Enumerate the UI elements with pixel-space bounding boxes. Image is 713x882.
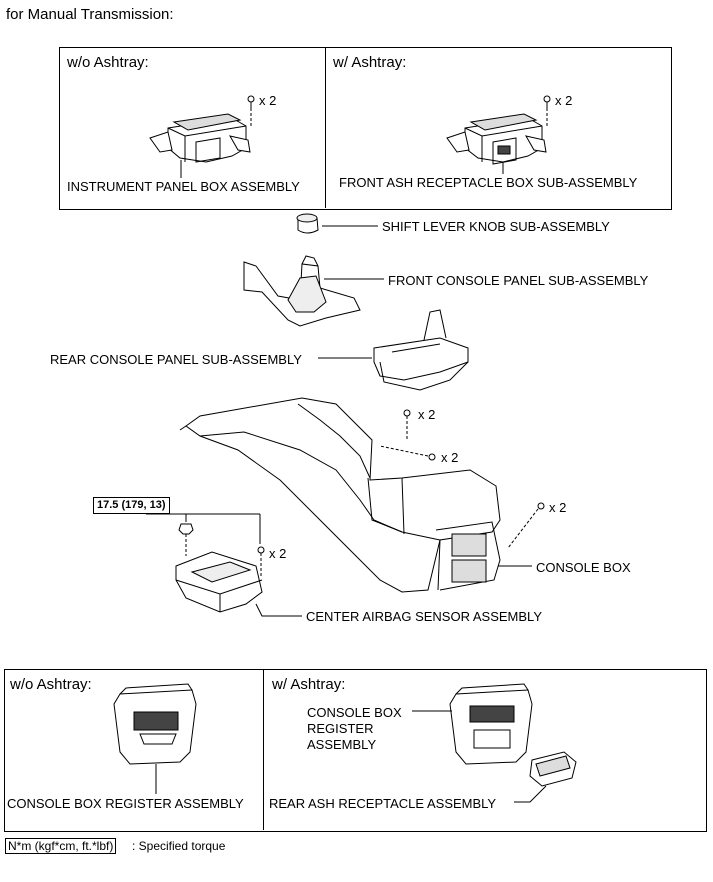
top-panel-divider [325,47,326,208]
label-front-ash-receptacle-box: FRONT ASH RECEPTACLE BOX SUB-ASSEMBLY [339,175,638,190]
nut-icon [178,523,194,556]
screw-icon-top-left [247,95,255,128]
front-ash-receptacle-box-illustration [446,113,547,165]
qty-console-rear-screws: x 2 [549,500,567,515]
page-title: for Manual Transmission: [6,6,174,23]
qty-airbag-bolts: x 2 [269,546,287,561]
label-register-line1: CONSOLE BOX [307,705,402,720]
qty-console-mid-screws: x 2 [441,450,459,465]
top-right-heading: w/ Ashtray: [333,54,407,71]
label-register-line2: REGISTER [307,721,374,736]
instrument-panel-box-illustration [149,113,251,163]
screw-icon-console-rear [507,502,545,549]
top-variant-panel [59,47,672,210]
bottom-panel-divider [263,669,264,830]
qty-console-top-screws: x 2 [418,407,436,422]
bottom-right-heading: w/ Ashtray: [272,676,346,693]
label-rear-console-panel: REAR CONSOLE PANEL SUB-ASSEMBLY [50,352,302,367]
top-left-heading: w/o Ashtray: [67,54,149,71]
top-left-qty: x 2 [259,93,277,108]
screw-icon-airbag [257,546,265,578]
shift-knob-illustration [296,213,319,234]
bottom-left-heading: w/o Ashtray: [10,676,92,693]
screw-icon-console-top [403,409,411,440]
rear-console-panel-illustration [373,309,469,391]
top-right-qty: x 2 [555,93,573,108]
screw-icon-console-mid [379,445,436,461]
console-box-illustration [179,397,501,593]
console-box-register-illustration [113,683,197,765]
label-instrument-panel-box: INSTRUMENT PANEL BOX ASSEMBLY [67,179,300,194]
rear-ash-receptacle-illustration [529,751,577,787]
torque-spec-box: 17.5 (179, 13) [93,497,170,514]
bottom-variant-panel [4,669,707,832]
legend-torque-desc: : Specified torque [132,839,226,853]
console-box-register-ashtray-illustration [449,683,533,765]
label-front-console-panel: FRONT CONSOLE PANEL SUB-ASSEMBLY [388,273,649,288]
label-shift-lever-knob: SHIFT LEVER KNOB SUB-ASSEMBLY [382,219,610,234]
label-center-airbag-sensor: CENTER AIRBAG SENSOR ASSEMBLY [306,609,542,624]
label-rear-ash-receptacle: REAR ASH RECEPTACLE ASSEMBLY [269,796,497,811]
front-console-panel-illustration [243,255,361,327]
screw-icon-top-right [543,95,551,128]
label-console-box: CONSOLE BOX [536,560,631,575]
airbag-sensor-illustration [175,551,263,613]
legend-torque-unit: N*m (kgf*cm, ft.*lbf) [5,838,117,854]
label-register-line3: ASSEMBLY [307,737,377,752]
label-console-box-register: CONSOLE BOX REGISTER ASSEMBLY [7,796,244,811]
